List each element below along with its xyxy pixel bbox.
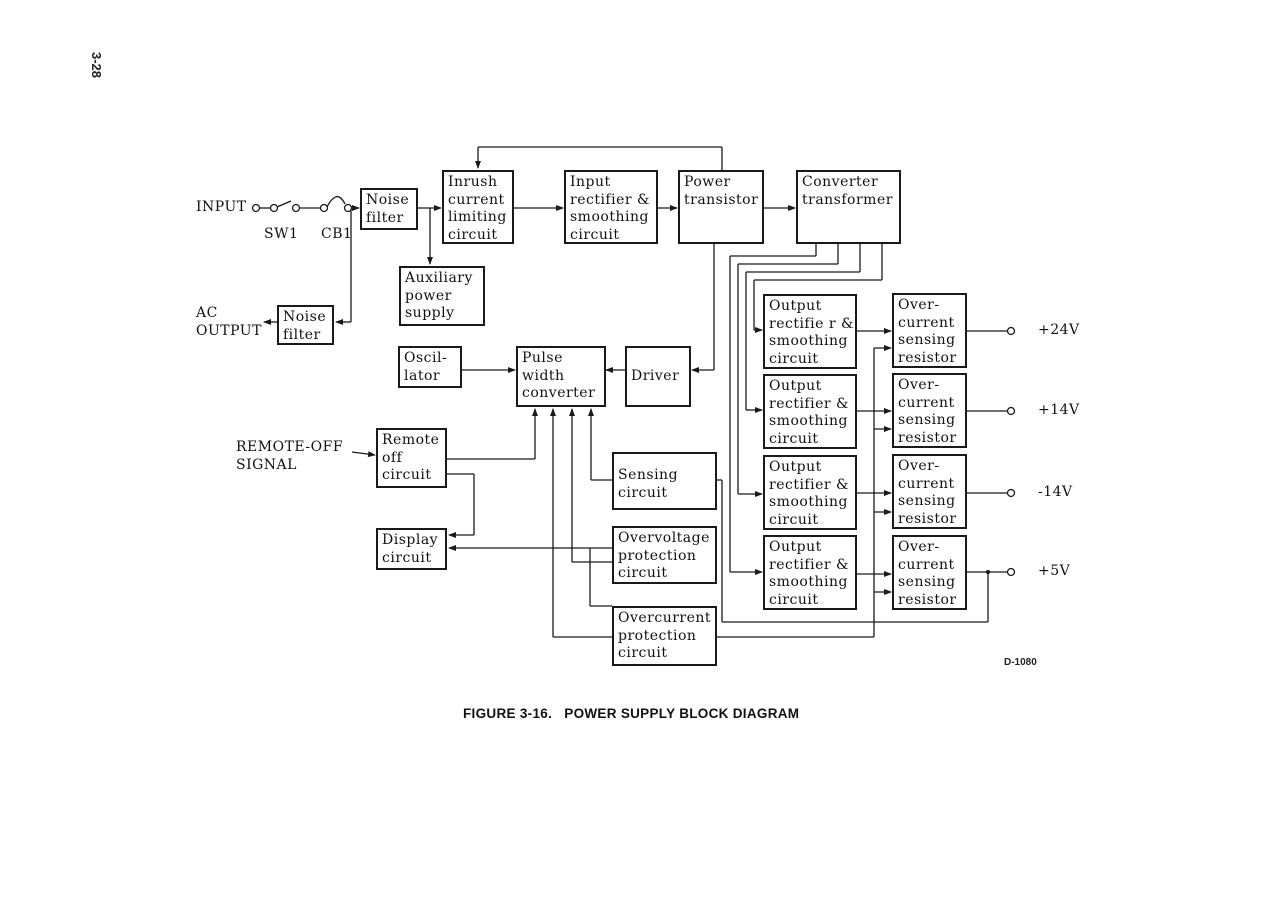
input-rectifier-block: Input rectifier & smoothing circuit <box>564 170 658 244</box>
output-voltage-24v: +24V <box>1038 322 1080 338</box>
overcurrent-sensing-resistor-3: Over- current sensing resistor <box>892 454 967 529</box>
auxiliary-power-supply-block: Auxiliary power supply <box>399 266 485 326</box>
output-rectifier-block-3: Output rectifier & smoothing circuit <box>763 455 857 530</box>
output-rectifier-block-2: Output rectifier & smoothing circuit <box>763 374 857 449</box>
oscillator-block: Oscil- lator <box>398 346 462 388</box>
output-voltage-5v: +5V <box>1038 563 1071 579</box>
noise-filter-output-block: Noise filter <box>277 305 334 345</box>
noise-filter-input-block: Noise filter <box>360 188 418 230</box>
output-rectifier-block-4: Output rectifier & smoothing circuit <box>763 535 857 610</box>
pulse-width-converter-block: Pulse width converter <box>516 346 606 407</box>
overcurrent-sensing-resistor-4: Over- current sensing resistor <box>892 535 967 610</box>
cb1-label: CB1 <box>321 226 353 242</box>
overcurrent-protection-block: Overcurrent protection circuit <box>612 606 717 666</box>
overcurrent-sensing-resistor-1: Over- current sensing resistor <box>892 293 967 368</box>
input-label: INPUT <box>196 199 247 215</box>
sensing-circuit-block: Sensing circuit <box>612 452 717 510</box>
overvoltage-protection-block: Overvoltage protection circuit <box>612 526 717 584</box>
power-transistor-block: Power transistor <box>678 170 764 244</box>
output-voltage-14v: +14V <box>1038 402 1080 418</box>
remote-off-signal-label: REMOTE-OFF SIGNAL <box>236 439 344 473</box>
driver-block: Driver <box>625 346 691 407</box>
ac-output-label: AC OUTPUT <box>196 305 262 339</box>
figure-caption: FIGURE 3-16. POWER SUPPLY BLOCK DIAGRAM <box>463 706 800 721</box>
sw1-label: SW1 <box>264 226 299 242</box>
drawing-id: D-1080 <box>1004 657 1037 668</box>
converter-transformer-block: Converter transformer <box>796 170 901 244</box>
inrush-current-limiting-block: Inrush current limiting circuit <box>442 170 514 244</box>
remote-off-circuit-block: Remote off circuit <box>376 428 447 488</box>
display-circuit-block: Display circuit <box>376 528 447 570</box>
output-voltage-neg14v: -14V <box>1038 484 1073 500</box>
output-rectifier-block-1: Output rectifie r & smoothing circuit <box>763 294 857 369</box>
page-number: 3-28 <box>89 52 104 79</box>
overcurrent-sensing-resistor-2: Over- current sensing resistor <box>892 373 967 448</box>
